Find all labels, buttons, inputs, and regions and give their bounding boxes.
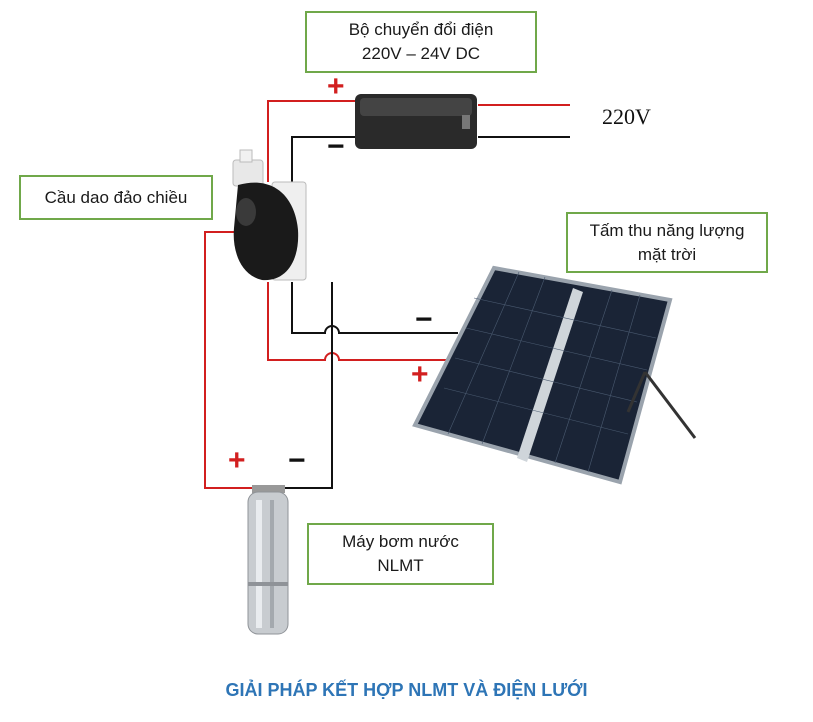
pump-minus-sign: − — [288, 444, 306, 477]
solar-panel-label: Tấm thu năng lượng mặt trời — [566, 212, 768, 273]
changeover-switch-device — [232, 149, 307, 281]
wire-converter-negative — [291, 136, 358, 182]
pump-label-line2: NLMT — [377, 556, 424, 575]
solar-panel-label-line1: Tấm thu năng lượng — [589, 220, 745, 240]
panel-plus-sign: + — [411, 358, 429, 391]
wire-switch-to-pump-positive — [204, 231, 252, 489]
wire-switch-to-panel-positive — [267, 282, 450, 361]
converter-plus-sign: + — [327, 70, 345, 103]
negative-wires — [284, 136, 570, 489]
pump-plus-sign: + — [228, 444, 246, 477]
power-converter-device — [355, 94, 477, 149]
wire-switch-to-panel-negative — [291, 282, 458, 334]
wire-switch-to-pump-negative — [284, 282, 333, 489]
solar-panel-device — [412, 265, 697, 485]
converter-minus-sign: − — [327, 130, 345, 163]
switch-label-text: Cầu dao đảo chiều — [44, 187, 188, 207]
panel-minus-sign: − — [415, 303, 433, 336]
switch-label: Cầu dao đảo chiều — [19, 175, 213, 220]
positive-wires — [204, 100, 570, 489]
converter-label: Bộ chuyển đổi điện 220V – 24V DC — [305, 11, 537, 73]
solar-panel-label-line2: mặt trời — [637, 244, 697, 264]
converter-label-line1: Bộ chuyển đổi điện — [348, 20, 494, 39]
wire-converter-positive — [267, 100, 358, 182]
pump-label: Máy bơm nước NLMT — [307, 523, 494, 585]
converter-label-line2: 220V – 24V DC — [361, 44, 481, 63]
submersible-pump-device — [247, 485, 289, 635]
pump-label-line1: Máy bơm nước — [342, 532, 459, 551]
footer-title: GIẢI PHÁP KẾT HỢP NLMT VÀ ĐIỆN LƯỚI — [225, 680, 588, 700]
mains-voltage-label: 220V — [602, 104, 651, 129]
